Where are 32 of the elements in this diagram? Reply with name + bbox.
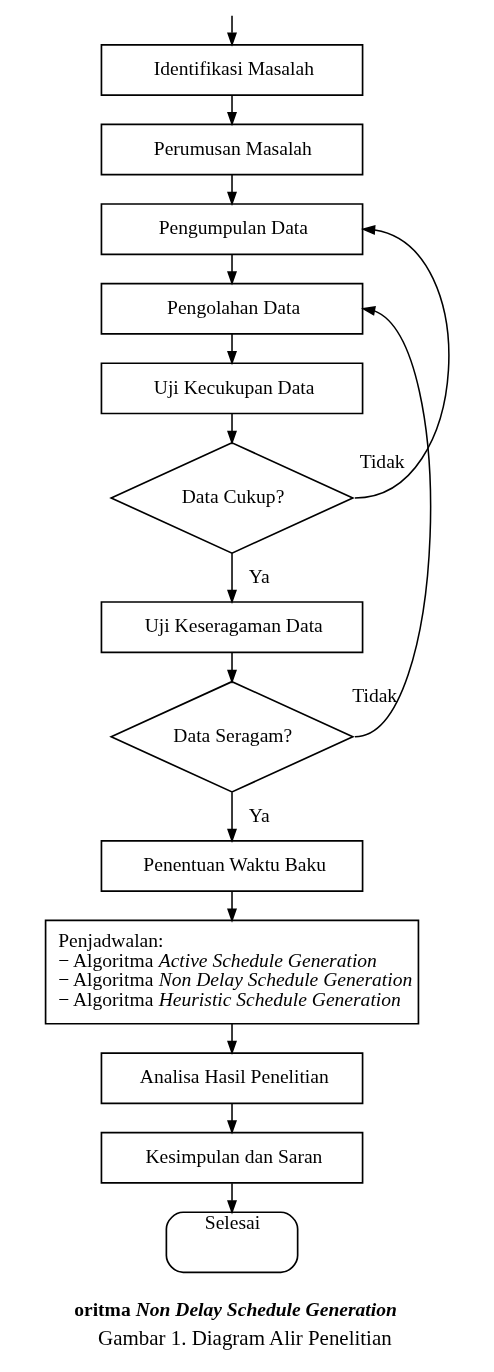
arrow <box>226 14 237 47</box>
caption: Gambar 1. Diagram Alir Penelitian <box>97 1325 392 1350</box>
arrow <box>226 333 237 366</box>
arrow <box>226 890 237 923</box>
arrow <box>226 1023 237 1056</box>
edge-label: Ya <box>248 805 270 827</box>
edge-label: Ya <box>248 566 270 588</box>
node-box: Penentuan Waktu Baku <box>100 839 363 892</box>
arrow <box>226 552 237 605</box>
arrow <box>226 174 237 206</box>
node-box: Penjadwalan: − Algoritma Active Schedule Generation − Algoritma Non Delay Schedule Generation − Algoritma Heuristic Schedule Generation <box>44 919 419 1025</box>
label: oritma Non Delay Schedule Generation <box>73 1298 397 1320</box>
arrow <box>353 225 449 499</box>
arrow <box>226 1182 237 1215</box>
node-box: Analisa Hasil Penelitian <box>100 1052 363 1105</box>
arrow <box>226 652 237 684</box>
arrow <box>353 306 431 738</box>
arrow <box>226 791 237 843</box>
node-box: Perumusan Masalah <box>100 123 363 176</box>
arrow <box>226 253 237 286</box>
node-diamond: Data Cukup? <box>108 441 355 555</box>
node-box: Uji Keseragaman Data <box>100 601 363 654</box>
node-box: Pengolahan Data <box>100 282 363 335</box>
edge-label: Tidak <box>359 450 405 472</box>
node-box: Uji Kecukupan Data <box>100 362 363 415</box>
node-box: Selesai <box>165 1211 298 1274</box>
node-box: Kesimpulan dan Saran <box>100 1131 363 1184</box>
node-box: Identifikasi Masalah <box>100 44 363 96</box>
arrow <box>226 94 237 127</box>
arrow <box>226 413 237 446</box>
node-box: Pengumpulan Data <box>100 203 363 256</box>
arrow <box>226 1102 237 1135</box>
